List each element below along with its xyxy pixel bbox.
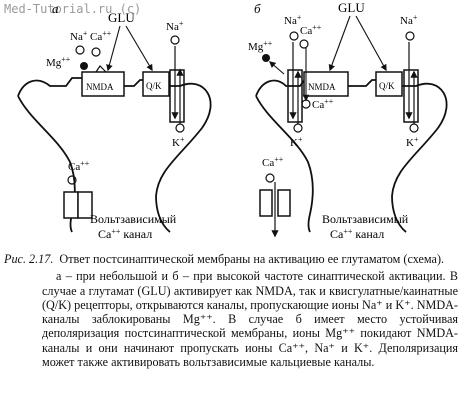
panel-b-mg-ion [262, 54, 270, 62]
panel-a-channel-label-2: Ca++ канал [98, 227, 152, 241]
panel-b-channel-label-1: Вольтзависимый [322, 212, 409, 226]
caption-body: а – при небольшой и б – при высокой част… [42, 269, 458, 369]
panel-a-nmda-label: NMDA [86, 82, 114, 92]
panel-a: а GLU Na+ Na+ Ca++ Mg++ NMDA Q/K K+ Ca++ [17, 1, 212, 241]
figure-caption: Рис. 2.17. Ответ постсинаптической мембр… [4, 252, 458, 371]
panel-a-qk-receptor [142, 71, 170, 97]
panel-a-na-ion [170, 35, 180, 45]
panel-b-k-ion-left [293, 123, 303, 133]
panel-a-ca-ion-bottom [67, 175, 77, 185]
panel-b-nmda-receptor [303, 71, 349, 97]
panel-b-k-right-label: K+ [406, 135, 419, 149]
panel-b-ca-ion [299, 39, 309, 49]
panel-a-na-ion-left [75, 45, 85, 55]
panel-a-mg-label: Mg++ [46, 55, 71, 69]
panel-b-na-ion [289, 31, 299, 41]
panel-a-mg-ion [80, 62, 88, 70]
panel-a-letter: а [52, 1, 59, 16]
panel-b-qk-receptor [375, 71, 403, 97]
panel-a-ca-ion-left [91, 47, 101, 57]
watermark-text: Med-Tutorial.ru (c) [4, 2, 141, 16]
panel-a-qk-label: Q/K [146, 81, 162, 91]
panel-a-ion-channel [169, 69, 185, 123]
panel-b-membrane [255, 77, 448, 233]
panel-b-ca-top: Ca++ [300, 23, 322, 37]
panel-b-letter: б [254, 1, 261, 16]
panel-b-glu-arrow-nmda [328, 15, 351, 72]
panel-a-ca-channel-right [77, 191, 93, 219]
panel-a-na-top: Na+ [166, 19, 184, 33]
panel-a-glu-arrow-qk [125, 25, 153, 72]
panel-b-ca-ion-inside [301, 99, 311, 109]
panel-b-na-left: Na+ [284, 13, 302, 27]
panel-a-glu-label: GLU [108, 10, 135, 25]
panel-b-ion-channel [403, 69, 419, 123]
panel-a-k-ion [175, 123, 185, 133]
panel-a-nmda-receptor [81, 71, 125, 97]
panel-b-ca-inside-label: Ca++ [312, 97, 334, 111]
panel-b-nmda-label: NMDA [308, 82, 336, 92]
synapse-figure: Med-Tutorial.ru (c) а GLU Na+ Na+ Ca++ M… [4, 0, 448, 241]
panel-b-glu-label: GLU [338, 0, 365, 15]
caption-heading: Рис. 2.17. Ответ постсинаптической мембр… [4, 252, 458, 266]
panel-b-nmda-channel [287, 69, 303, 123]
panel-b-ca-bottom: Ca++ [262, 155, 284, 169]
caption-title: Ответ постсинаптической мембраны на акти… [59, 252, 445, 266]
panel-b-mg-label: Mg++ [248, 39, 273, 53]
panel-b-ca-channel-left [259, 189, 273, 217]
panel-a-k-label: K+ [172, 135, 185, 149]
panel-a-membrane [17, 77, 212, 233]
panel-b-k-left-label: K+ [290, 135, 303, 149]
panel-b-k-ion-right [409, 123, 419, 133]
panel-a-na-left: Na+ [70, 29, 88, 43]
panel-b-ca-channel-right [277, 189, 291, 217]
panel-b-ca-ion-bottom [265, 173, 275, 183]
caption-label: Рис. 2.17. [4, 252, 54, 266]
caption-paragraph: а – при небольшой и б – при высокой част… [42, 269, 458, 370]
panel-a-ca-left: Ca++ [90, 29, 112, 43]
panel-b-channel-label-2: Ca++ канал [330, 227, 384, 241]
panel-b-na-right: Na+ [400, 13, 418, 27]
panel-a-ca-bottom: Ca++ [68, 159, 90, 173]
panel-b-mg-exit-arrow [268, 61, 285, 75]
panel-b-glu-arrow-qk [355, 15, 387, 72]
panel-b-na-ion-right [405, 31, 415, 41]
panel-a-glu-arrow-nmda [106, 25, 121, 72]
panel-a-channel-label-1: Вольтзависимый [90, 212, 177, 226]
panel-a-ca-channel-left [63, 191, 79, 219]
panel-a-nmda-notch [95, 65, 107, 73]
panel-b: б GLU Na+ Ca++ Na+ Mg++ NMDA Ca++ K+ Q/K… [248, 0, 448, 241]
panel-b-qk-label: Q/K [379, 81, 395, 91]
